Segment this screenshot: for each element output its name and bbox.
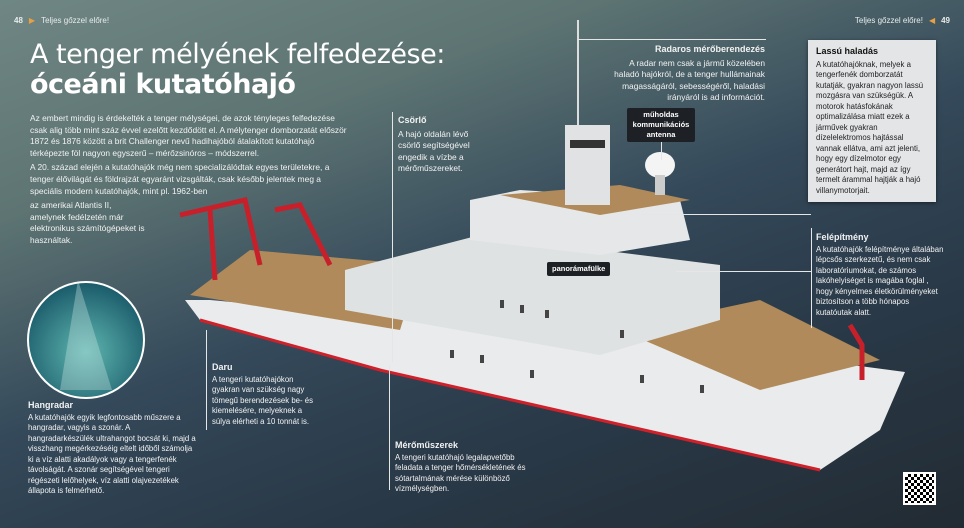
callout-meromuszerek: Mérőműszerek A tengeri kutatóhajó legala… <box>395 440 530 495</box>
label-antenna: műholdas kommunikációs antenna <box>627 108 695 142</box>
intro-p2b: az amerikai Atlantis II, amelynek fedélz… <box>30 200 145 245</box>
callout-text: A hajó oldalán lévő csörlő segítségével … <box>398 128 470 174</box>
callout-title: Lassú haladás <box>816 46 879 56</box>
callout-text: A tengeri kutatóhajókon gyakran van szük… <box>212 374 313 426</box>
intro: Az embert mindig is érdekelték a tenger … <box>30 113 350 247</box>
callout-title: Csörlő <box>398 115 427 125</box>
callout-text: A radar nem csak a jármű közelében halad… <box>614 57 765 103</box>
callout-daru: Daru A tengeri kutatóhajókon gyakran van… <box>212 362 317 427</box>
title-line2: óceáni kutatóhajó <box>30 69 296 100</box>
page-header-left: 48 ▶ Teljes gőzzel előre! <box>14 16 109 25</box>
callout-text: A tengeri kutatóhajó legalapvetőbb felad… <box>395 452 526 494</box>
callout-text: A kutatóhajók egyik legfontosabb műszere… <box>28 412 196 496</box>
running-title: Teljes gőzzel előre! <box>854 16 923 25</box>
hull <box>185 300 905 470</box>
triangle-left-icon: ◀ <box>928 16 936 25</box>
callout-csorlo: Csörlő A hajó oldalán lévő csörlő segíts… <box>398 115 480 175</box>
crane <box>179 197 865 380</box>
intro-p2a: A 20. század elején a kutatóhajók még ne… <box>30 162 330 196</box>
hull-stripe <box>199 318 821 472</box>
intro-p1: Az embert mindig is érdekelték a tenger … <box>30 113 347 158</box>
label-panorama: panorámafülke <box>547 262 611 276</box>
page-title: A tenger mélyének felfedezése: óceáni ku… <box>30 40 445 100</box>
callout-text: A kutatóhajók felépítménye általában lép… <box>816 244 944 317</box>
callout-felepitmeny: Felépítmény A kutatóhajók felépítménye á… <box>816 232 946 318</box>
sonar-inset <box>27 280 145 399</box>
callout-title: Daru <box>212 362 233 372</box>
triangle-right-icon: ▶ <box>28 16 36 25</box>
callout-text: A kutatóhajóknak, melyek a tengerfenék d… <box>816 59 924 195</box>
callout-title: Hangradar <box>28 400 74 410</box>
callout-hangradar: Hangradar A kutatóhajók egyik legfontosa… <box>28 400 196 497</box>
page-number: 49 <box>941 16 950 25</box>
callout-title: Radaros mérőberendezés <box>654 44 765 54</box>
superstructure <box>345 235 720 355</box>
running-title: Teljes gőzzel előre! <box>41 16 110 25</box>
callout-lassu: Lassú haladás A kutatóhajóknak, melyek a… <box>808 40 936 203</box>
callout-title: Mérőműszerek <box>395 440 459 450</box>
page-header-right: Teljes gőzzel előre! ◀ 49 <box>855 16 950 25</box>
callout-radar: Radaros mérőberendezés A radar nem csak … <box>608 44 765 104</box>
page-number: 48 <box>14 16 23 25</box>
callout-title: Felépítmény <box>816 232 869 242</box>
title-line1: A tenger mélyének felfedezése: <box>30 39 445 70</box>
qr-code-icon <box>903 472 936 505</box>
